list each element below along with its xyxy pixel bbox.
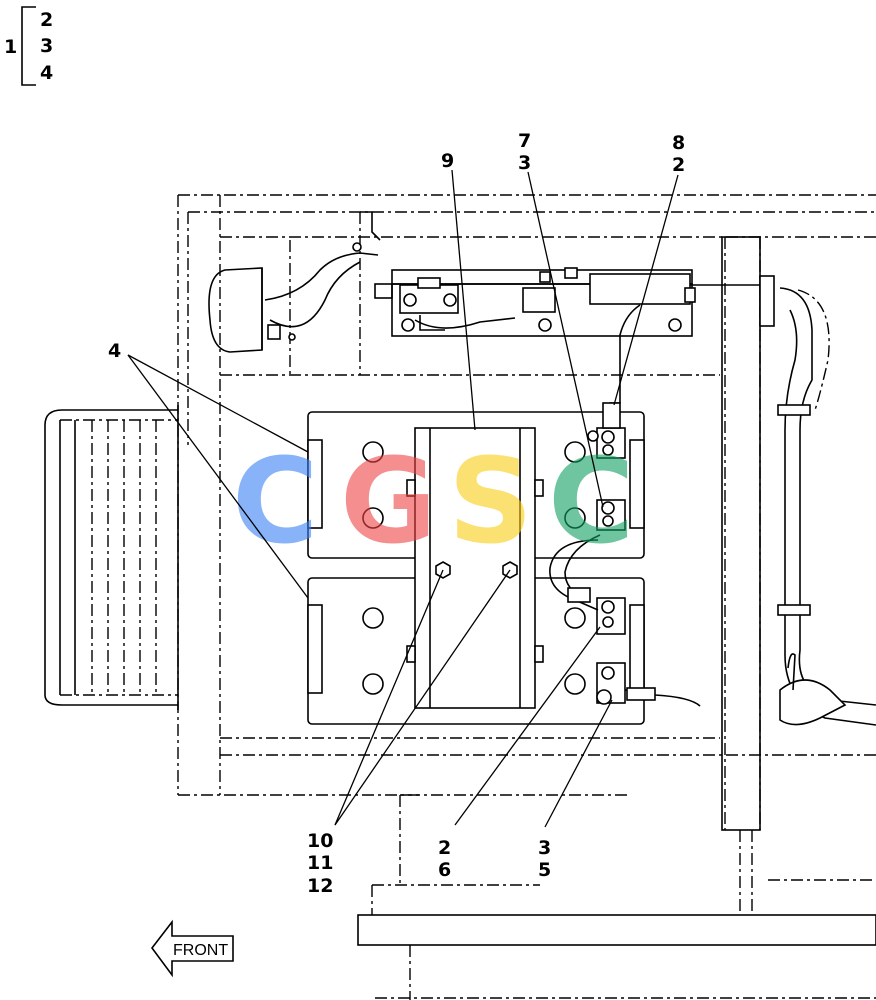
watermark-letter-3: S [448, 432, 533, 570]
legend-parent: 1 [4, 36, 17, 58]
callout-2-top: 2 [672, 154, 685, 176]
legend-child-3: 4 [40, 62, 53, 84]
callout-labels: 4 9 7 3 8 2 10 11 12 2 6 3 5 [108, 130, 685, 897]
callout-4: 4 [108, 340, 121, 362]
callout-8: 8 [672, 132, 685, 154]
leader-lines [127, 169, 679, 828]
front-label: FRONT [173, 942, 228, 959]
front-arrow-icon: FRONT [150, 919, 234, 978]
watermark-letter-2: G [340, 432, 437, 570]
radiator-grille [44, 405, 179, 710]
callout-10: 10 [307, 830, 333, 852]
callout-7: 7 [518, 130, 531, 152]
watermark-letter-1: C [232, 432, 319, 570]
legend-child-1: 2 [40, 9, 53, 31]
hose-harness [777, 287, 876, 726]
rear-crossmember [357, 914, 876, 946]
callout-3-top: 3 [518, 152, 531, 174]
callout-9: 9 [441, 150, 454, 172]
battery-assembly [307, 304, 701, 725]
watermark: C G S C [232, 432, 635, 570]
item-legend: 1 2 3 4 [4, 6, 53, 86]
side-rail [721, 236, 761, 831]
callout-3-bottom: 3 [538, 837, 551, 859]
legend-bracket [21, 6, 36, 86]
legend-child-2: 3 [40, 35, 53, 57]
callout-11: 11 [307, 852, 333, 874]
callout-2-bottom: 2 [438, 837, 451, 859]
callout-6: 6 [438, 859, 451, 881]
chassis-frame [177, 194, 876, 1000]
callout-12: 12 [307, 875, 333, 897]
headlamp [208, 211, 381, 353]
relay-bracket [374, 267, 775, 337]
callout-5: 5 [538, 859, 551, 881]
